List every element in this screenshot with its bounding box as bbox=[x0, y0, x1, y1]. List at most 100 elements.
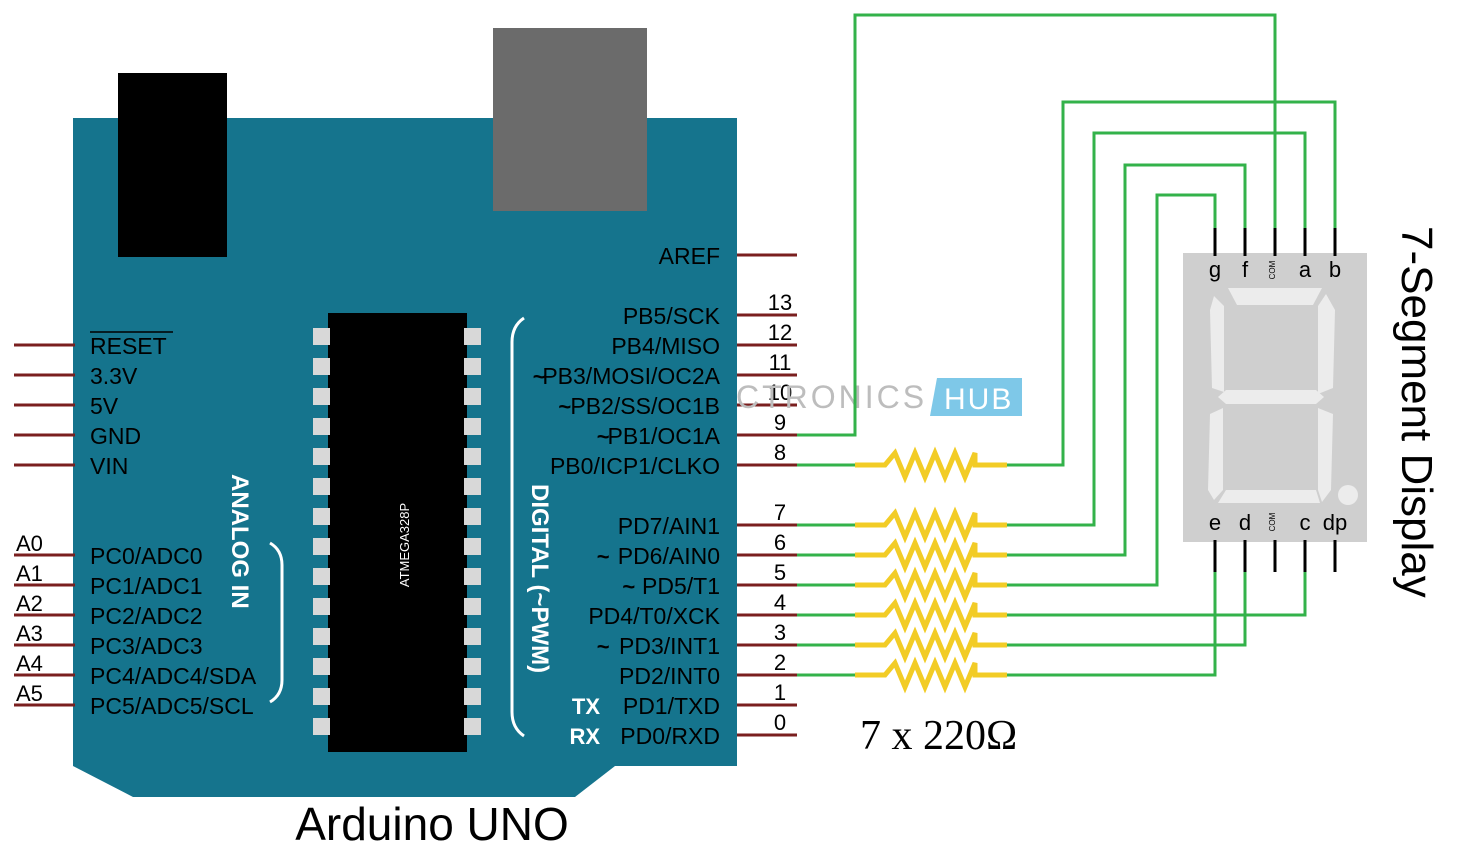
chip-pin bbox=[313, 688, 330, 705]
display-pin-label: d bbox=[1239, 510, 1251, 535]
usb-connector bbox=[493, 28, 647, 211]
wire-group bbox=[797, 13, 1337, 677]
digital-pin-number: 0 bbox=[774, 710, 786, 735]
digital-pin-label: PD3/INT1 bbox=[619, 633, 720, 659]
resistor bbox=[855, 536, 1007, 574]
chip-pin bbox=[313, 358, 330, 375]
analog-pin-label: PC3/ADC3 bbox=[90, 633, 202, 659]
wire-pin9-com bbox=[797, 13, 1277, 437]
digital-pin-number: 2 bbox=[774, 650, 786, 675]
digital-pin-label: PD4/T0/XCK bbox=[588, 603, 720, 629]
chip-pin bbox=[313, 718, 330, 735]
digital-pin-label: PB2/SS/OC1B bbox=[570, 393, 720, 419]
digital-pin-label: PD5/T1 bbox=[642, 573, 720, 599]
watermark-badge bbox=[930, 378, 1022, 416]
display-pin-label: COM bbox=[1268, 260, 1277, 279]
digital-pin-prefix: ~ bbox=[597, 424, 610, 449]
analog-group-label: ANALOG IN bbox=[226, 474, 253, 609]
chip-pin bbox=[313, 628, 330, 645]
display-pin-label: f bbox=[1242, 257, 1249, 282]
power-pin-label: RESET bbox=[90, 333, 167, 359]
chip-pin bbox=[313, 508, 330, 525]
resistor bbox=[855, 656, 1007, 694]
chip-pin bbox=[464, 418, 481, 435]
wire-pin3-d bbox=[1007, 570, 1247, 647]
chip-label: ATMEGA328P bbox=[397, 503, 412, 587]
chip-pin bbox=[464, 328, 481, 345]
chip-pin bbox=[313, 658, 330, 675]
digital-pin-label: PB5/SCK bbox=[623, 303, 721, 329]
analog-pin-number: A2 bbox=[16, 591, 43, 616]
analog-pin-label: PC2/ADC2 bbox=[90, 603, 202, 629]
watermark: CTRONICS HUB bbox=[736, 378, 1022, 416]
chip-pin bbox=[464, 568, 481, 585]
digital-pin-prefix: ~ bbox=[597, 544, 610, 569]
display-pin-label: c bbox=[1300, 510, 1311, 535]
display-pin-label: g bbox=[1209, 257, 1221, 282]
digital-pin-prefix: ~ bbox=[597, 634, 610, 659]
resistor bbox=[855, 446, 1007, 484]
analog-bracket bbox=[269, 541, 284, 704]
digital-pin-number: 13 bbox=[768, 290, 792, 315]
chip-pin bbox=[313, 418, 330, 435]
digital-pin-number: 6 bbox=[774, 530, 786, 555]
digital-pin-prefix: TX bbox=[572, 694, 600, 719]
display-pin-label: e bbox=[1209, 510, 1221, 535]
display-pin-label: COM bbox=[1268, 512, 1277, 531]
power-pin-label: 3.3V bbox=[90, 363, 138, 389]
segment-g bbox=[1218, 390, 1324, 404]
resistor bbox=[855, 596, 1007, 634]
digital-group-label: DIGITAL (~PWM) bbox=[526, 484, 553, 673]
analog-pin-label: PC4/ADC4/SDA bbox=[90, 663, 257, 689]
chip-pin bbox=[464, 478, 481, 495]
chip-pin bbox=[464, 598, 481, 615]
chip-pin bbox=[464, 388, 481, 405]
digital-pin-prefix: ~ bbox=[622, 574, 635, 599]
resistor bbox=[855, 566, 1007, 604]
digital-pin-label: PB0/ICP1/CLKO bbox=[550, 453, 720, 479]
dc-jack bbox=[118, 73, 227, 257]
segment-b bbox=[1318, 294, 1335, 394]
digital-pin-number: 7 bbox=[774, 500, 786, 525]
resistor-caption: 7 x 220Ω bbox=[860, 713, 1017, 759]
wire-pin6-f bbox=[1007, 163, 1247, 557]
digital-pin-label: PD6/AIN0 bbox=[618, 543, 720, 569]
analog-pin-number: A4 bbox=[16, 651, 43, 676]
chip-pin bbox=[313, 538, 330, 555]
analog-pin-label: PC5/ADC5/SCL bbox=[90, 693, 254, 719]
chip-pin bbox=[313, 388, 330, 405]
segment-e bbox=[1208, 408, 1223, 500]
chip-pin bbox=[464, 508, 481, 525]
segment-c bbox=[1318, 408, 1333, 502]
display-title: 7-Segment Display bbox=[1392, 226, 1441, 598]
chip-pin bbox=[464, 358, 481, 375]
resistor-group bbox=[855, 446, 1007, 694]
digital-pin-label: PB4/MISO bbox=[611, 333, 720, 359]
wire-pin8-b bbox=[1007, 100, 1337, 467]
digital-pin-group: 13PB5/SCK12PB4/MISO11PB3/MOSI/OC2A~10PB2… bbox=[533, 290, 797, 749]
chip-pin bbox=[313, 598, 330, 615]
digital-pin-label: PB1/OC1A bbox=[608, 423, 721, 449]
chip-pin bbox=[464, 718, 481, 735]
digital-pin-number: 12 bbox=[768, 320, 792, 345]
digital-pin-label: PD1/TXD bbox=[623, 693, 720, 719]
digital-pin-label: PB3/MOSI/OC2A bbox=[542, 363, 720, 389]
digital-pin-prefix: ~ bbox=[533, 364, 546, 389]
analog-pin-label: PC0/ADC0 bbox=[90, 543, 202, 569]
resistor bbox=[855, 506, 1007, 544]
analog-pin-number: A0 bbox=[16, 531, 43, 556]
chip-pin bbox=[464, 688, 481, 705]
digital-pin-prefix: ~ bbox=[558, 394, 571, 419]
display-pin-label: dp bbox=[1323, 510, 1347, 535]
wire-pin5-g bbox=[1007, 193, 1217, 587]
chip-pin bbox=[313, 448, 330, 465]
digital-pin-number: 9 bbox=[774, 410, 786, 435]
display-pin-label: a bbox=[1299, 257, 1312, 282]
digital-pin-number: 10 bbox=[768, 380, 792, 405]
analog-pin-number: A5 bbox=[16, 681, 43, 706]
watermark-accent-text: HUB bbox=[944, 383, 1013, 416]
chip-pin bbox=[313, 328, 330, 345]
